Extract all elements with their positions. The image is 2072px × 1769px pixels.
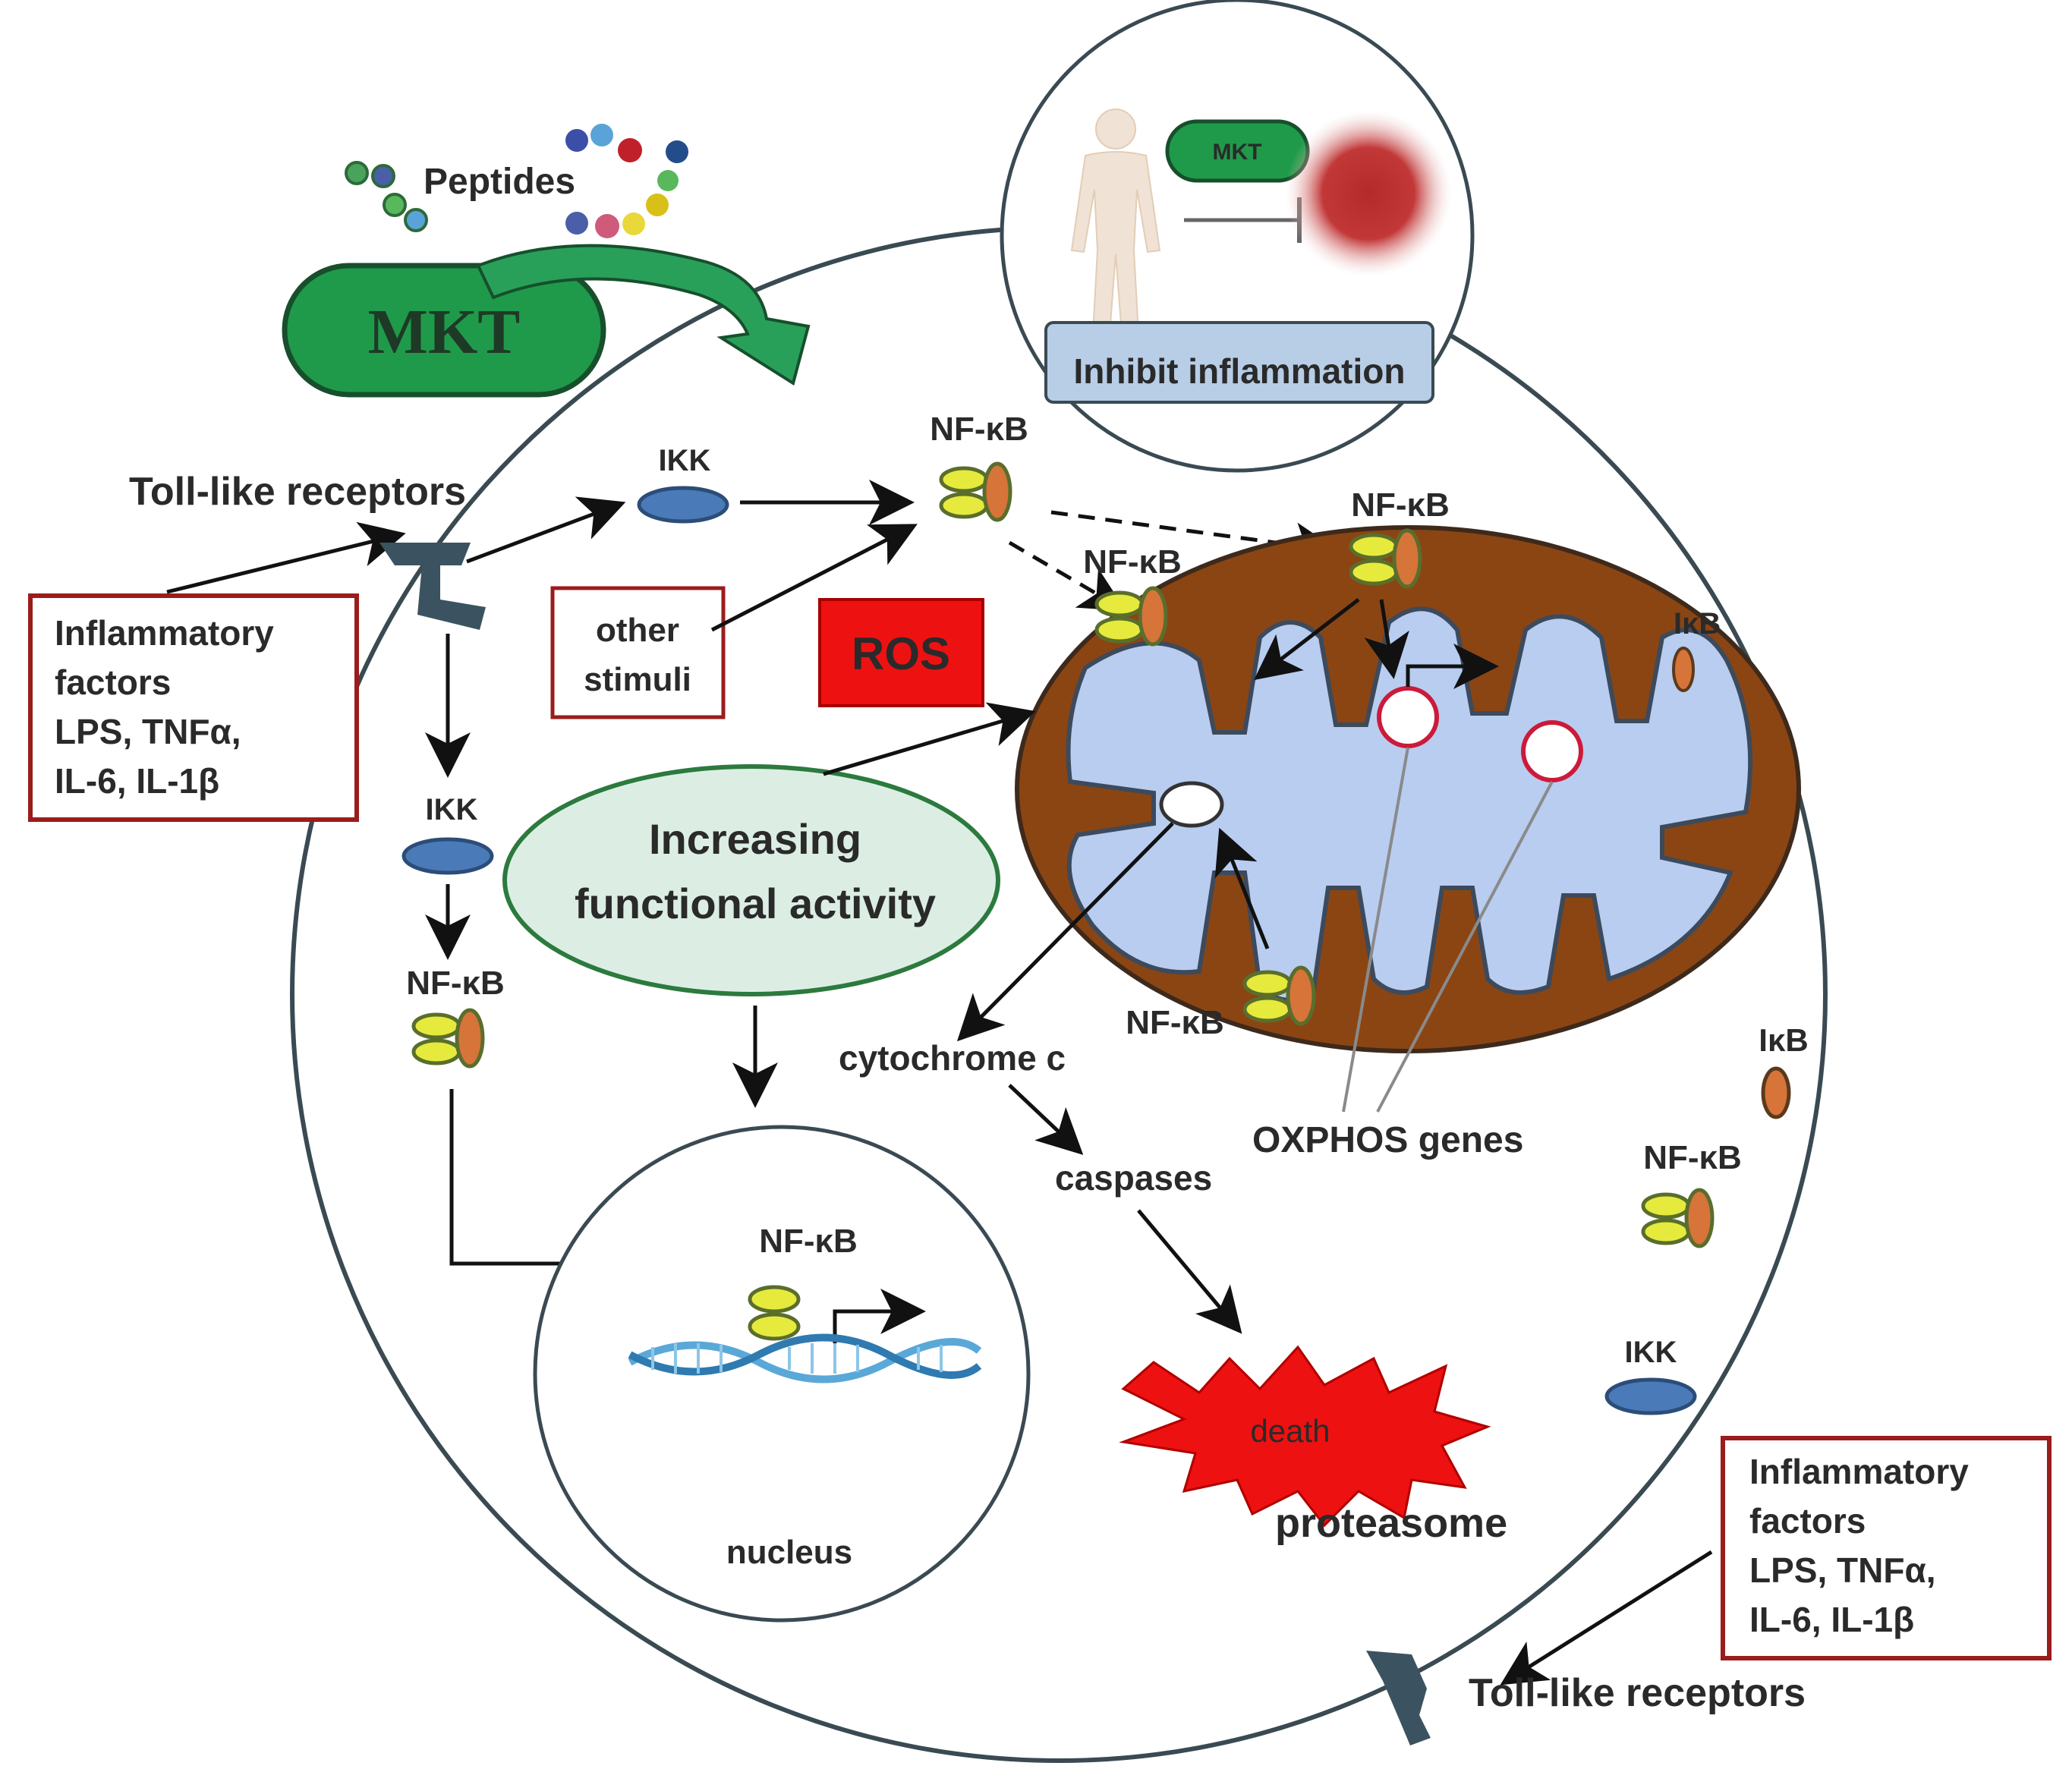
peptides-label: Peptides xyxy=(424,162,575,202)
ikb-right-label: IκB xyxy=(1759,1022,1808,1058)
arrow-nfkb-to-matrix xyxy=(1254,598,1360,681)
nfkb-nucleus-label: NF-κB xyxy=(759,1223,858,1260)
oxphos-line-2 xyxy=(1376,781,1554,1113)
ikb-mito xyxy=(1672,647,1695,692)
oxphos-label: OXPHOS genes xyxy=(1252,1120,1523,1160)
death-starburst-icon xyxy=(1119,1345,1491,1528)
ikk-left-label: IKK xyxy=(426,793,478,826)
nfkb-mito-left-label: NF-κB xyxy=(1083,543,1182,581)
peptide-beads-left xyxy=(345,161,428,232)
mkt-entry-arrow xyxy=(476,244,811,386)
transcription-arrow-nucleus xyxy=(833,1289,926,1343)
inflammatory-factors-box-right xyxy=(1721,1436,2052,1660)
inflammation-blob-icon xyxy=(1285,110,1452,277)
nfkb-right xyxy=(1643,1190,1712,1246)
inflam-right-line1: Inflammatory xyxy=(1749,1452,1969,1491)
other-stimuli-line2: stimuli xyxy=(584,661,691,698)
mkt-pill xyxy=(282,263,606,398)
nfkb-mito-bottom-label: NF-κB xyxy=(1126,1004,1224,1041)
cytochrome-label: cytochrome c xyxy=(839,1038,1066,1078)
arrow-nfkb-to-oxphos xyxy=(1364,599,1409,679)
nfkb-mito-top-label: NF-κB xyxy=(1351,486,1450,524)
arrow-vesicle-to-cytochrome xyxy=(956,822,1174,1042)
mkt-inset-label: MKT xyxy=(1213,140,1262,165)
inflam-left-line2: factors xyxy=(55,663,171,702)
inflam-right-line4: IL-6, IL-1β xyxy=(1749,1600,1914,1639)
nfkb-right-label: NF-κB xyxy=(1643,1139,1742,1176)
increasing-activity-ellipse xyxy=(502,764,1000,996)
caspases-label: caspases xyxy=(1055,1158,1212,1198)
mitochondrion xyxy=(1015,525,1801,1053)
nfkb-left xyxy=(414,1010,483,1066)
arrow-nfkb-bottom-to-vesicle xyxy=(1214,827,1270,949)
arrow-activity-to-mito xyxy=(823,702,1036,776)
arrow-inflam-to-tlr xyxy=(166,521,406,594)
toll-like-receptor-bottom-icon xyxy=(1366,1651,1431,1745)
dashed-nfkb-to-mito-left xyxy=(1008,540,1126,612)
ikk-top-label: IKK xyxy=(659,444,711,477)
ikb-right xyxy=(1761,1066,1791,1119)
nfkb-top-label: NF-κB xyxy=(930,411,1028,448)
inhibit-inflammation-box xyxy=(1044,321,1434,404)
ros-box xyxy=(818,598,984,707)
nucleus-label: nucleus xyxy=(726,1534,852,1571)
nfkb-left-label: NF-κB xyxy=(406,965,505,1002)
arrow-stimuli-to-nfkb xyxy=(710,524,918,632)
ikb-mito-label: IκB xyxy=(1674,607,1721,641)
mito-vesicle xyxy=(1159,781,1224,828)
peptide-beads-right xyxy=(565,124,688,238)
inflam-left-line1: Inflammatory xyxy=(55,613,274,653)
inflam-right-line3: LPS, TNFα, xyxy=(1749,1550,1936,1590)
other-stimuli-line1: other xyxy=(596,612,679,649)
ikk-right xyxy=(1604,1377,1697,1415)
tlr-top-label: Toll-like receptors xyxy=(129,470,466,514)
toll-like-receptor-icon xyxy=(379,543,486,630)
oxphos-circle-1 xyxy=(1377,686,1439,748)
ikk-top xyxy=(637,486,729,524)
arrow-caspases-to-death xyxy=(1137,1209,1242,1334)
other-stimuli-box xyxy=(550,586,726,719)
inflam-left-line4: IL-6, IL-1β xyxy=(55,761,219,801)
inflam-right-line2: factors xyxy=(1749,1501,1866,1541)
person-icon xyxy=(1070,109,1161,335)
inflam-left-line3: LPS, TNFα, xyxy=(55,712,241,751)
increasing-line2: functional activity xyxy=(575,880,936,927)
tlr-bottom-label: Toll-like receptors xyxy=(1469,1671,1806,1715)
ikk-left xyxy=(401,837,494,875)
dna-helix-icon xyxy=(628,1333,982,1383)
nfkb-top xyxy=(941,464,1010,520)
mkt-label: MKT xyxy=(368,297,521,367)
arrow-tlr-to-ikk-top xyxy=(466,496,626,564)
mitochondrion-inner-matrix xyxy=(1066,606,1753,1003)
oxphos-line-1 xyxy=(1342,747,1409,1113)
increasing-line1: Increasing xyxy=(649,815,861,863)
ikk-right-label: IKK xyxy=(1625,1336,1677,1369)
proteasome-label: proteasome xyxy=(1275,1500,1507,1546)
nfkb-nucleus xyxy=(748,1285,801,1341)
oxphos-circle-2 xyxy=(1521,720,1583,782)
death-label: death xyxy=(1250,1413,1330,1449)
arrow-inflam-to-tlr-bottom xyxy=(1500,1550,1713,1686)
dashed-nfkb-to-mito-top xyxy=(1050,510,1340,568)
arrow-cytochrome-to-caspases xyxy=(1008,1084,1084,1155)
ros-label: ROS xyxy=(852,628,950,679)
inhibit-inflammation-label: Inhibit inflammation xyxy=(1074,351,1406,391)
inflammatory-factors-box-left xyxy=(28,593,359,822)
